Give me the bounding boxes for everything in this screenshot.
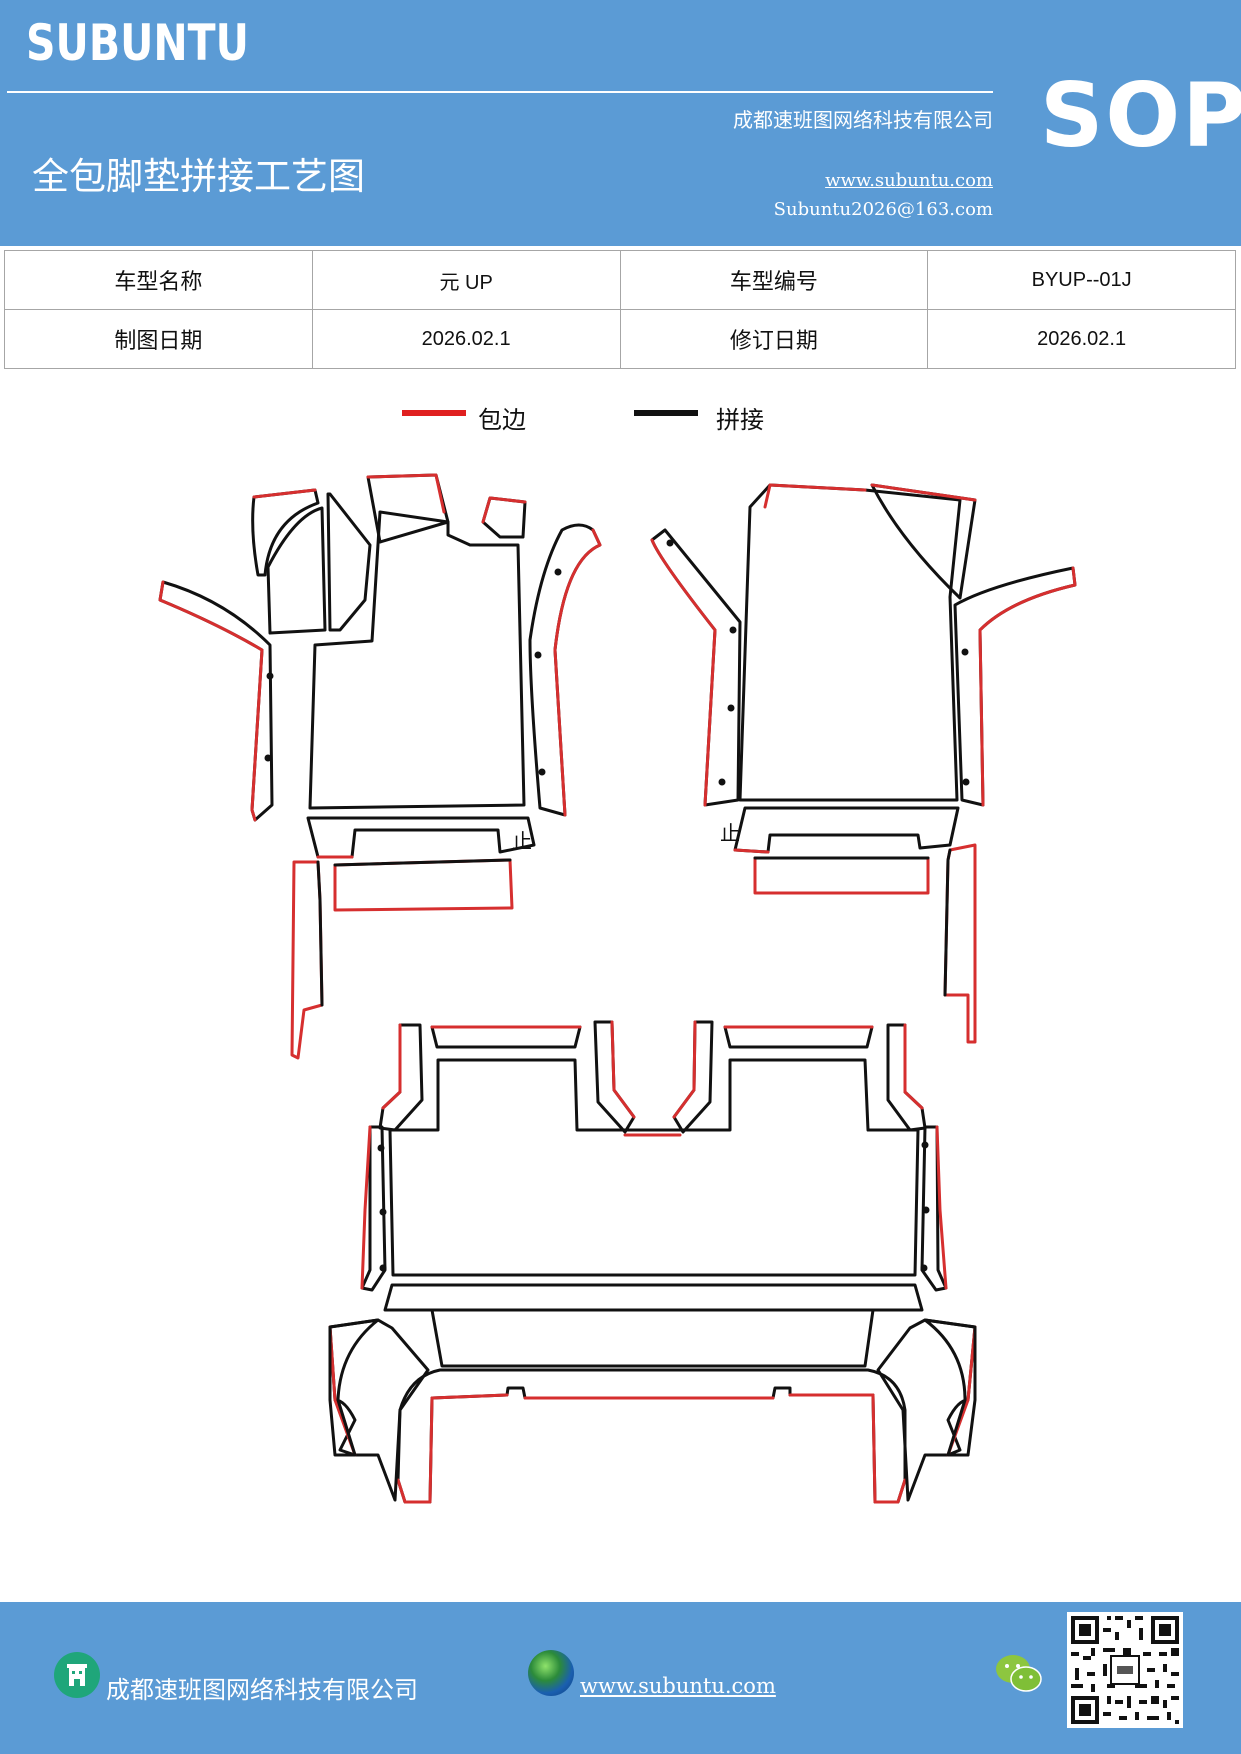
legend-edge-swatch bbox=[402, 410, 466, 416]
model-name-value: 元 UP bbox=[311, 250, 621, 310]
header-divider bbox=[7, 91, 993, 93]
rear-middle-band bbox=[430, 1308, 875, 1368]
rivet-dots bbox=[264, 539, 970, 1272]
passenger-side-strip-seam bbox=[943, 848, 952, 997]
rear-left-outer-arch bbox=[328, 1318, 380, 1457]
model-code-label: 车型编号 bbox=[619, 250, 929, 310]
rear-top-tab-right bbox=[723, 1025, 874, 1049]
revision-date-value: 2026.02.1 bbox=[927, 309, 1236, 369]
sop-label: SOP bbox=[1040, 64, 1241, 167]
driver-rear-mat bbox=[333, 858, 514, 912]
rear-step-bar bbox=[383, 1283, 924, 1312]
driver-side-strip-seam bbox=[316, 860, 324, 1007]
rear-left-side-edge bbox=[360, 1125, 372, 1290]
legend-seam-label: 拼接 bbox=[716, 406, 764, 434]
driver-right-strip-edge bbox=[553, 528, 602, 817]
driver-side-strip bbox=[290, 860, 324, 1060]
legend-edge-label: 包边 bbox=[478, 406, 526, 434]
rear-left-side-strip bbox=[360, 1125, 387, 1292]
passenger-right-wing bbox=[953, 566, 1077, 807]
passenger-top-wedge-edge bbox=[870, 483, 977, 502]
company-name: 成都速班图网络科技有限公司 bbox=[733, 108, 993, 132]
table-row: 制图日期 2026.02.1 修订日期 2026.02.1 bbox=[4, 309, 1236, 369]
rear-right-outer-arch bbox=[923, 1318, 977, 1457]
passenger-left-strip bbox=[650, 528, 742, 807]
model-name-label: 车型名称 bbox=[4, 250, 313, 310]
revision-date-label: 修订日期 bbox=[619, 309, 929, 369]
rear-bottom-mat bbox=[396, 1368, 907, 1504]
rear-top-tab-left bbox=[430, 1025, 582, 1049]
footer-company-name: 成都速班图网络科技有限公司 bbox=[106, 1676, 418, 1704]
rear-left-inner-edge bbox=[610, 1020, 636, 1119]
rear-main-panel bbox=[388, 1058, 920, 1277]
driver-left-wing-edge bbox=[158, 580, 264, 822]
passenger-mat-group: 止 bbox=[650, 483, 1077, 1044]
table-row: 车型名称 元 UP 车型编号 BYUP--01J bbox=[4, 250, 1236, 310]
passenger-top-wedge bbox=[870, 483, 977, 600]
website-link[interactable]: www.subuntu.com bbox=[825, 170, 993, 191]
passenger-right-wing-edge bbox=[978, 566, 1077, 807]
rear-left-upper-edge bbox=[381, 1023, 402, 1110]
driver-pedal-piece bbox=[326, 492, 372, 632]
info-table: 车型名称 元 UP 车型编号 BYUP--01J 制图日期 2026.02.1 … bbox=[4, 250, 1236, 369]
wechat-icon[interactable] bbox=[994, 1652, 1044, 1696]
mat-splicing-diagram: 止 止 bbox=[158, 473, 1077, 1504]
draw-date-label: 制图日期 bbox=[4, 309, 313, 369]
passenger-heel-piece bbox=[733, 806, 960, 854]
driver-heel-piece bbox=[306, 816, 536, 859]
model-code-value: BYUP--01J bbox=[927, 250, 1236, 310]
passenger-main-top-edge bbox=[763, 483, 867, 509]
rear-mat-group bbox=[328, 1020, 977, 1504]
passenger-heel-edge bbox=[733, 848, 770, 854]
passenger-side-strip bbox=[943, 843, 977, 1044]
page-title: 全包脚垫拼接工艺图 bbox=[32, 155, 365, 198]
header-banner: SUBUNTU 成都速班图网络科技有限公司 全包脚垫拼接工艺图 www.subu… bbox=[0, 0, 1241, 246]
brand-logo: SUBUNTU bbox=[26, 14, 249, 72]
rear-left-arch bbox=[328, 1318, 430, 1502]
driver-outer-strip bbox=[251, 488, 320, 577]
email-address: Subuntu2026@163.com bbox=[773, 199, 993, 220]
footer-website-link[interactable]: www.subuntu.com bbox=[580, 1674, 776, 1698]
footer-banner: 成都速班图网络科技有限公司 www.subuntu.com bbox=[0, 1602, 1241, 1754]
driver-inner-piece bbox=[266, 506, 327, 635]
draw-date-value: 2026.02.1 bbox=[311, 309, 621, 369]
passenger-left-strip-edge bbox=[650, 538, 717, 807]
rear-right-side-edge bbox=[935, 1125, 948, 1290]
driver-top-flap-edge bbox=[366, 473, 446, 514]
rear-right-upper-edge bbox=[903, 1023, 924, 1110]
driver-mat-group: 止 bbox=[158, 473, 602, 1060]
rear-bottom-mat-edge bbox=[396, 1393, 907, 1504]
passenger-rear-mat bbox=[753, 856, 930, 895]
rear-right-inner-edge bbox=[672, 1020, 697, 1119]
legend-seam-swatch bbox=[634, 410, 698, 416]
qr-code[interactable] bbox=[1067, 1612, 1183, 1728]
driver-rear-mat-top bbox=[333, 858, 512, 867]
passenger-main-panel bbox=[738, 483, 962, 802]
stop-label-left: 止 bbox=[512, 829, 532, 853]
legend: 包边 拼接 bbox=[0, 400, 1241, 440]
driver-left-wing bbox=[158, 580, 274, 822]
driver-outer-strip-edge bbox=[252, 488, 317, 499]
stop-label-right: 止 bbox=[720, 821, 740, 845]
building-icon bbox=[54, 1652, 100, 1698]
driver-top-right-edge bbox=[481, 496, 527, 524]
driver-main-panel bbox=[308, 510, 526, 810]
globe-icon bbox=[528, 1650, 574, 1696]
